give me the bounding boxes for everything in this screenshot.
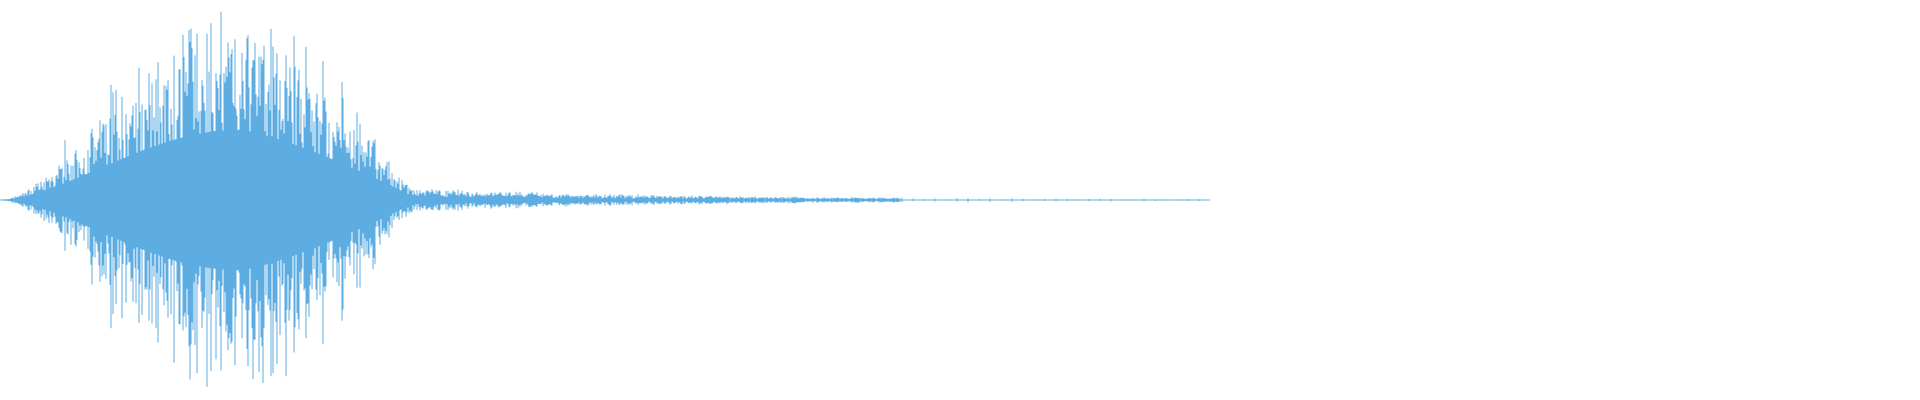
waveform-samples xyxy=(3,11,1200,387)
waveform-core xyxy=(9,129,410,271)
